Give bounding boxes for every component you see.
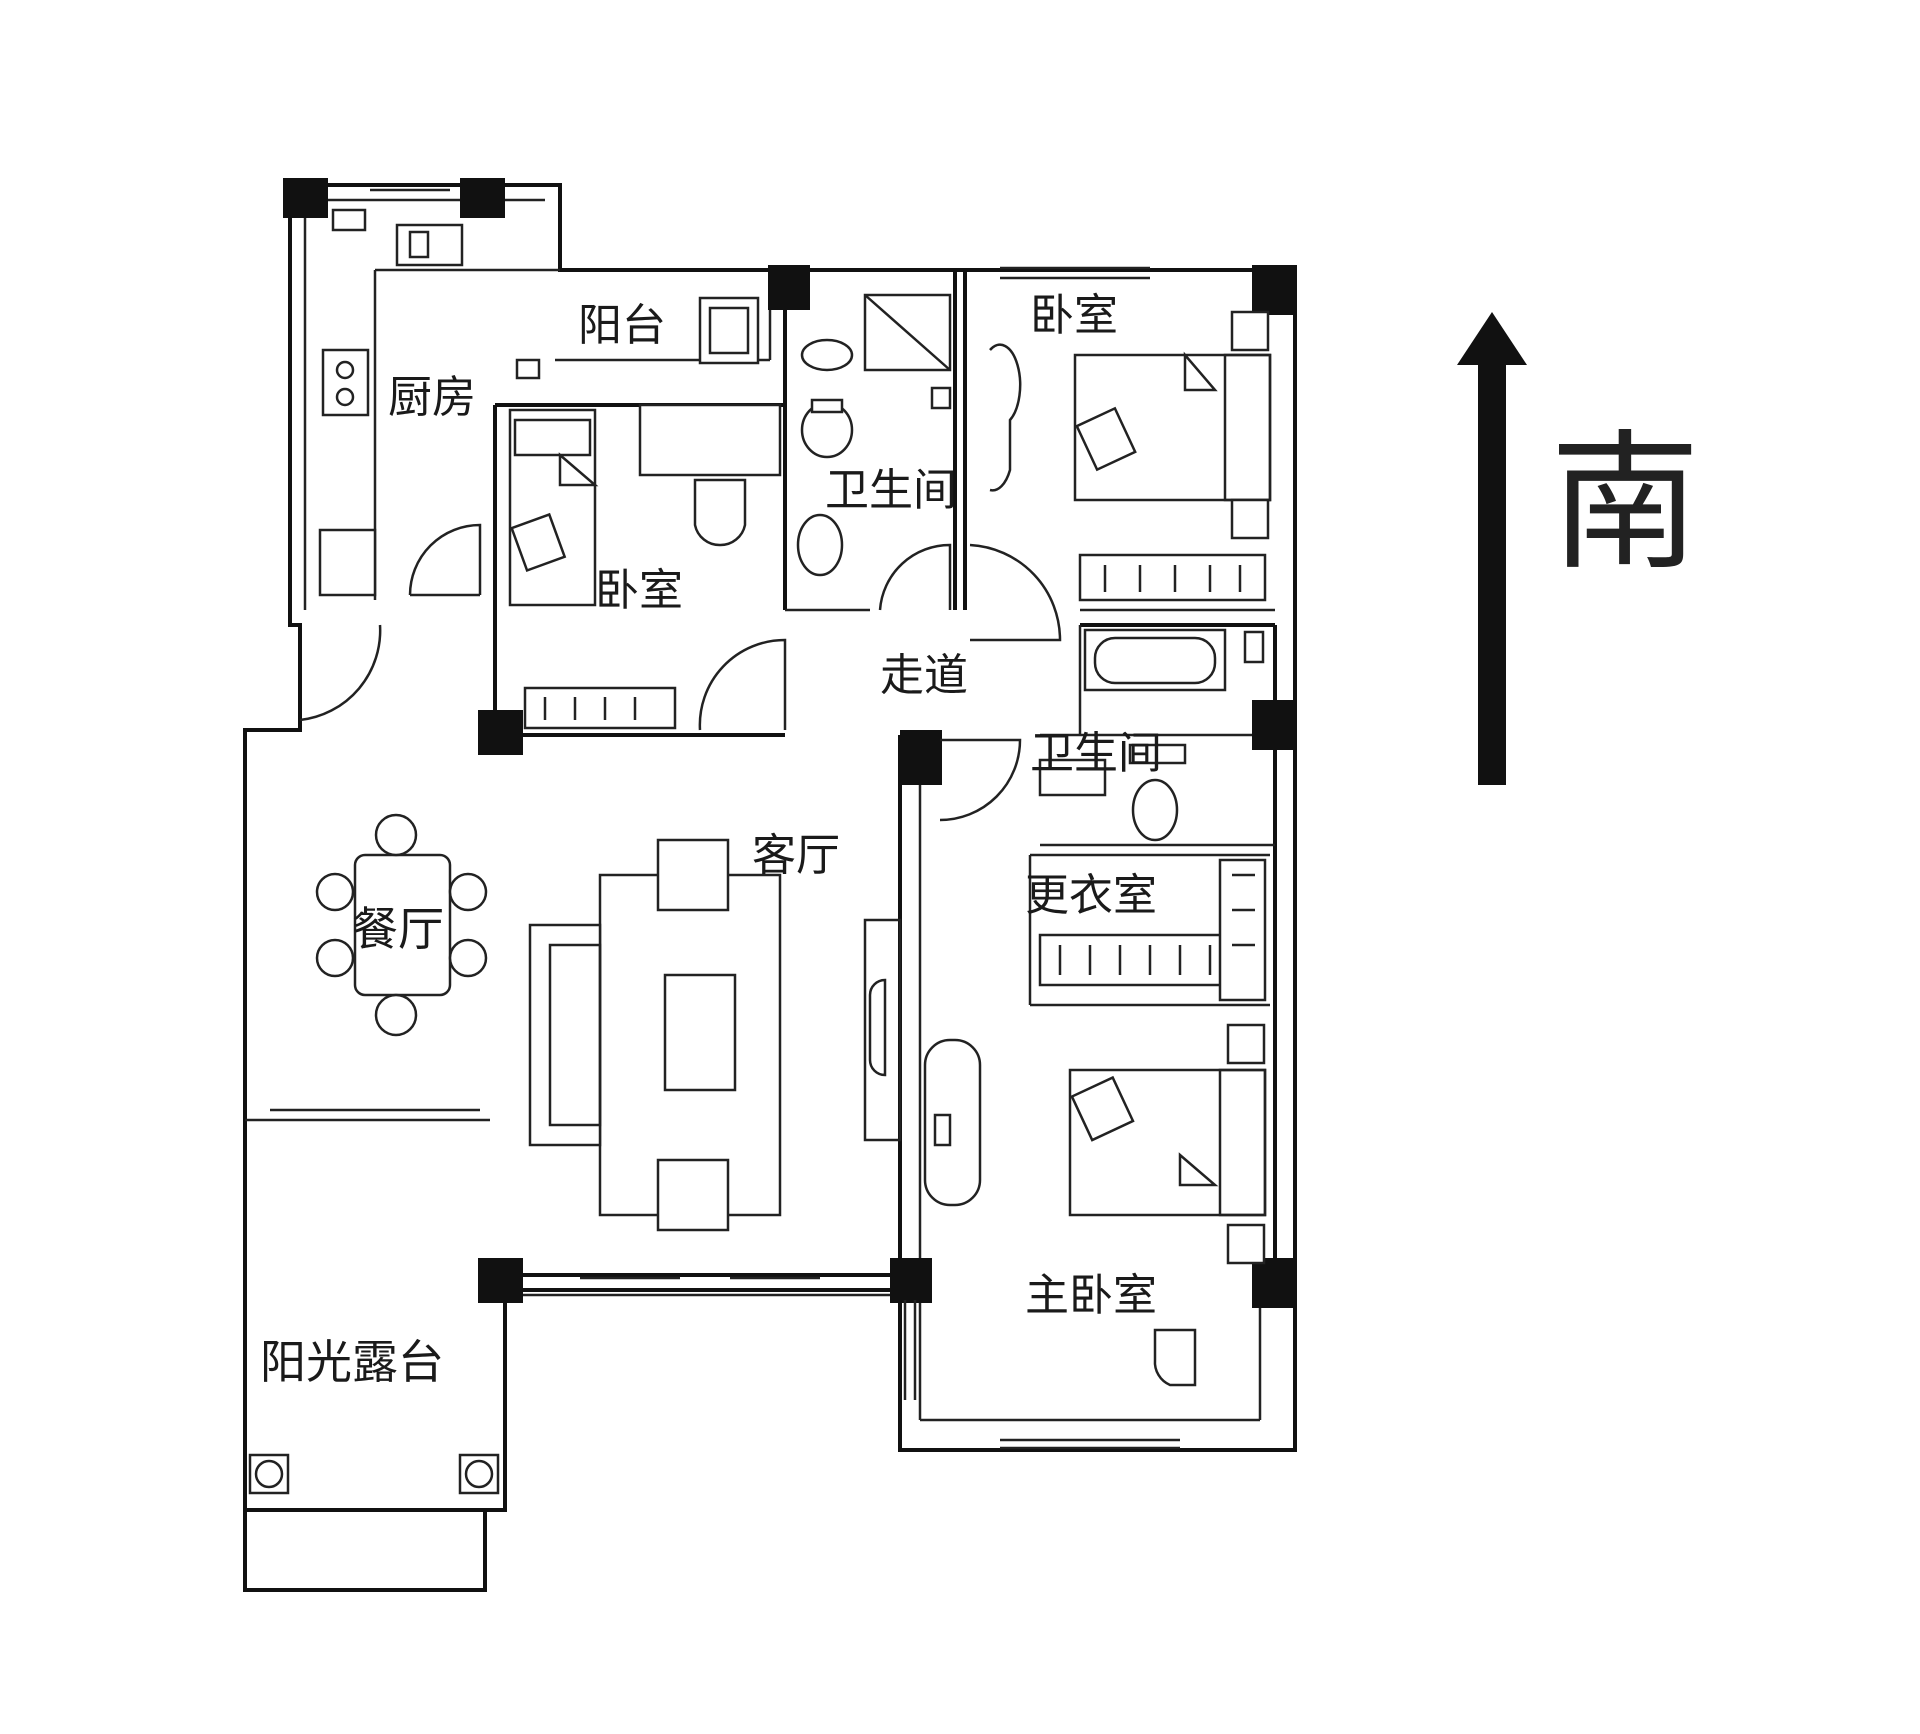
- compass-label: 南: [1550, 417, 1700, 591]
- label-living-room: 客厅: [752, 830, 840, 881]
- label-bedroom-north: 卧室: [1030, 290, 1118, 341]
- windows: [370, 188, 1180, 1450]
- terrace-fixtures: [248, 1453, 500, 1495]
- label-bathroom-2: 卫生间: [1030, 728, 1162, 779]
- compass-indicator: 南: [1457, 312, 1700, 785]
- interior-walls: [245, 268, 1277, 1450]
- label-sun-terrace: 阳光露台: [260, 1335, 444, 1389]
- label-bedroom-small: 卧室: [595, 565, 683, 616]
- structural-columns: [283, 178, 1297, 1308]
- label-bathroom-1: 卫生间: [825, 465, 957, 516]
- bathroom-1-fixtures: [796, 293, 952, 577]
- doors: [299, 343, 1062, 822]
- label-dining-room: 餐厅: [352, 902, 444, 956]
- balcony-fixtures: [698, 296, 760, 365]
- arrow-up-icon: [1478, 360, 1506, 785]
- label-dressing-room: 更衣室: [1025, 870, 1157, 921]
- dining-table-set: [315, 813, 488, 1037]
- master-bedroom-furniture: [923, 1023, 1267, 1387]
- dressing-room-furniture: [1038, 858, 1267, 1002]
- bedroom-north-furniture: [1073, 310, 1272, 602]
- bathroom-2-fixtures: [1038, 628, 1265, 842]
- label-corridor: 走道: [880, 650, 968, 701]
- small-bedroom-furniture: [508, 403, 782, 730]
- label-master-bedroom: 主卧室: [1025, 1270, 1157, 1321]
- label-kitchen: 厨房: [388, 372, 476, 423]
- living-room-furniture: [528, 838, 902, 1232]
- label-balcony: 阳台: [578, 300, 666, 351]
- arrow-head-icon: [1457, 312, 1527, 365]
- kitchen-fixtures: [318, 208, 541, 597]
- room-labels: 厨房 阳台 卫生间 卧室 卧室 走道 卫生间 客厅 餐厅 更衣室 主卧室 阳光露…: [260, 290, 1162, 1389]
